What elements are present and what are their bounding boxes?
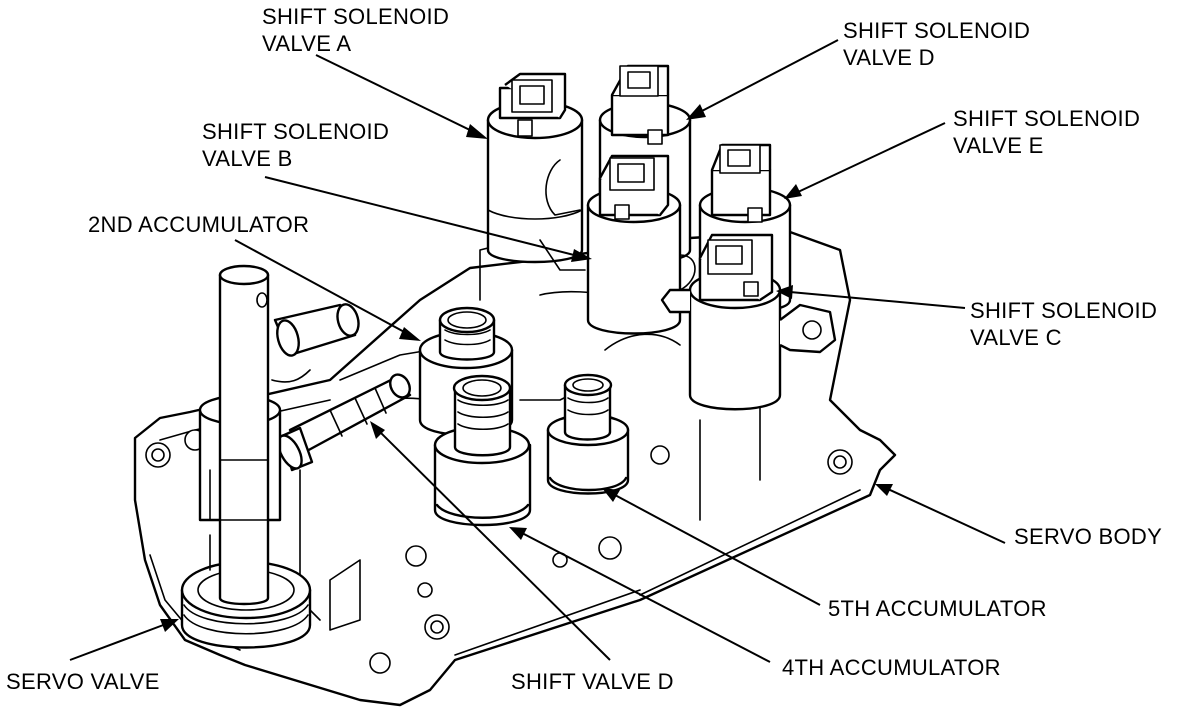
leader-lines — [69, 39, 1006, 663]
svg-text:VALVE B: VALVE B — [202, 146, 293, 171]
label-solenoid-b: SHIFT SOLENOID VALVE B — [202, 119, 389, 171]
label-solenoid-e: SHIFT SOLENOID VALVE E — [953, 106, 1140, 158]
svg-text:VALVE D: VALVE D — [843, 45, 935, 70]
svg-text:VALVE A: VALVE A — [262, 31, 351, 56]
label-2nd-accumulator: 2ND ACCUMULATOR — [88, 212, 309, 237]
4th-accumulator — [433, 374, 532, 527]
shift-valve-d — [277, 373, 412, 472]
label-5th-accumulator: 5TH ACCUMULATOR — [828, 596, 1047, 621]
label-solenoid-c: SHIFT SOLENOID VALVE C — [970, 298, 1157, 350]
5th-accumulator — [546, 373, 630, 495]
svg-text:SHIFT SOLENOID: SHIFT SOLENOID — [843, 18, 1030, 43]
label-servo-body: SERVO BODY — [1014, 524, 1162, 549]
svg-text:SHIFT SOLENOID: SHIFT SOLENOID — [953, 106, 1140, 131]
label-solenoid-a: SHIFT SOLENOID VALVE A — [262, 4, 449, 56]
svg-text:SHIFT SOLENOID: SHIFT SOLENOID — [970, 298, 1157, 323]
shift-solenoid-valve-c — [660, 233, 837, 411]
servo-valve — [180, 264, 360, 649]
label-servo-valve: SERVO VALVE — [6, 669, 160, 694]
label-4th-accumulator: 4TH ACCUMULATOR — [782, 655, 1001, 680]
shift-solenoid-valve-a — [486, 72, 586, 271]
svg-text:SHIFT SOLENOID: SHIFT SOLENOID — [202, 119, 389, 144]
svg-text:VALVE E: VALVE E — [953, 133, 1044, 158]
shift-solenoid-valve-b — [545, 154, 696, 335]
label-shift-valve-d: SHIFT VALVE D — [511, 669, 674, 694]
svg-text:VALVE C: VALVE C — [970, 325, 1062, 350]
label-solenoid-d: SHIFT SOLENOID VALVE D — [843, 18, 1030, 70]
svg-text:SHIFT SOLENOID: SHIFT SOLENOID — [262, 4, 449, 29]
